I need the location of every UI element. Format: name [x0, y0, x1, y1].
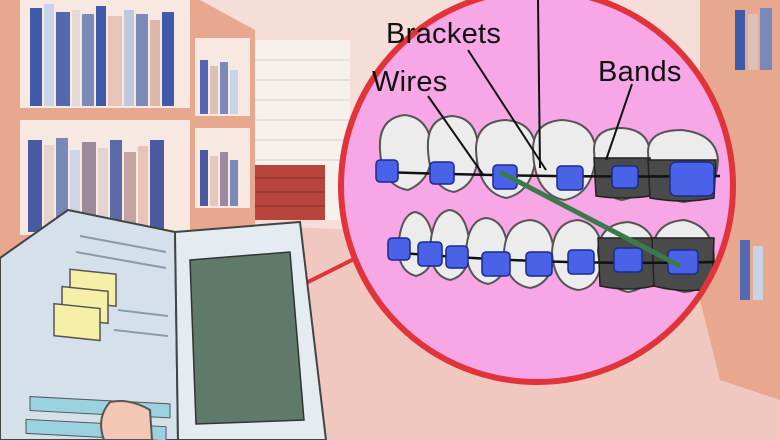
brackets: [375, 159, 715, 277]
right-bookshelf: [700, 0, 780, 400]
label-wires: Wires: [372, 66, 448, 98]
left-bookshelf: [0, 0, 255, 300]
magnifier-ring: [338, 0, 736, 385]
sticky-note-3: [53, 302, 101, 342]
leader-lines: [427, 0, 633, 177]
label-bands: Bands: [598, 56, 682, 88]
open-book: [0, 208, 328, 440]
back-wall: [240, 40, 350, 220]
label-brackets: Brackets: [386, 18, 502, 50]
braces-closeup: [375, 113, 721, 294]
elastic-band: [498, 169, 682, 269]
book-picture-panel: [189, 251, 305, 425]
magnifier: [279, 0, 736, 385]
hand: [100, 400, 154, 440]
